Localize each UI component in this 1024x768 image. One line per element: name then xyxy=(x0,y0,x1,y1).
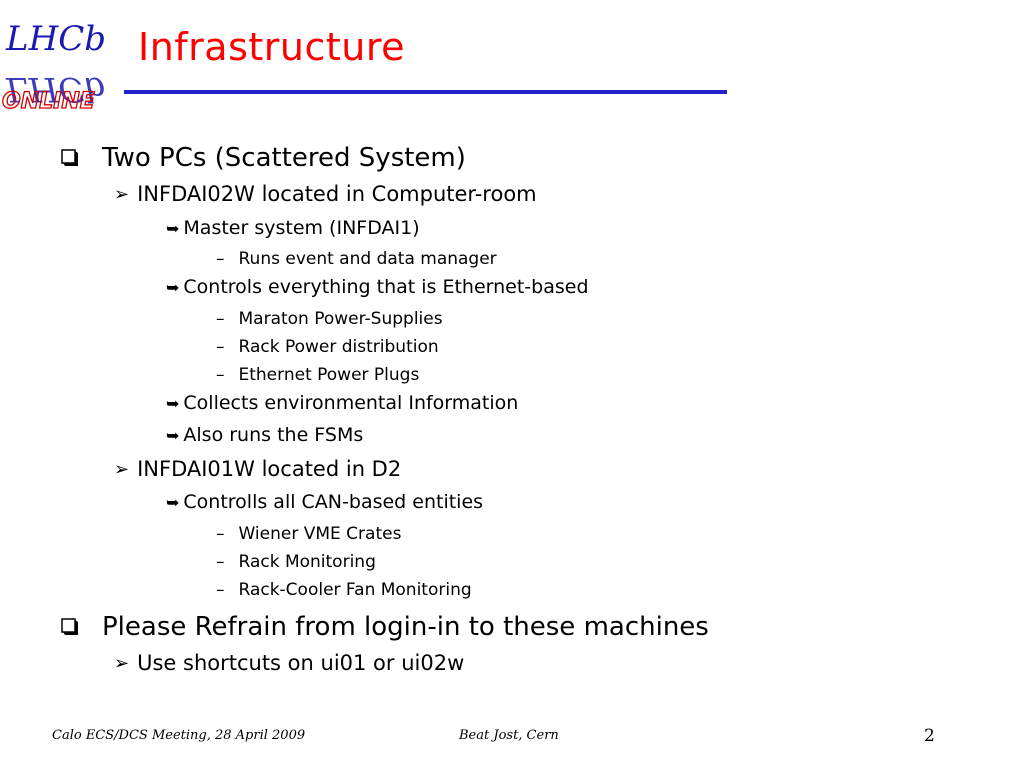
lhcb-logo-icon: LHCb LHCb ONLINE xyxy=(0,0,124,114)
curved-arrow-bullet-icon: ➥ xyxy=(166,492,180,512)
arrowhead-bullet-icon: ➢ xyxy=(114,458,130,480)
outline-item: ➥Controls everything that is Ethernet-ba… xyxy=(166,276,589,298)
outline-item: ➢ INFDAI02W located in Computer-room xyxy=(114,182,537,206)
outline-item-text: Controls everything that is Ethernet-bas… xyxy=(183,276,589,298)
box-bullet-icon xyxy=(61,618,78,635)
outline-item-text: INFDAI01W located in D2 xyxy=(137,457,402,481)
logo-online-text: ONLINE xyxy=(2,89,95,114)
slide-title: Infrastructure xyxy=(138,25,406,69)
outline-item: ➢ Use shortcuts on ui01 or ui02w xyxy=(114,651,464,675)
logo-lhcb-text: LHCb xyxy=(5,19,106,59)
outline-item: ➥Also runs the FSMs xyxy=(166,424,363,446)
outline-item: –Runs event and data manager xyxy=(216,249,497,269)
outline-item-text: Collects environmental Information xyxy=(183,392,519,414)
arrowhead-bullet-icon: ➢ xyxy=(114,652,130,674)
lhcb-online-logo: LHCb LHCb ONLINE xyxy=(0,0,124,114)
outline-item-text: Rack Power distribution xyxy=(238,337,439,357)
outline-item-text: Rack-Cooler Fan Monitoring xyxy=(238,580,472,600)
dash-bullet-icon: – xyxy=(216,552,225,572)
outline-item: Two PCs (Scattered System) xyxy=(60,143,466,173)
dash-bullet-icon: – xyxy=(216,337,225,357)
box-bullet-icon xyxy=(61,149,78,166)
dash-bullet-icon: – xyxy=(216,365,225,385)
outline-item: –Wiener VME Crates xyxy=(216,524,401,544)
outline-item-text: Ethernet Power Plugs xyxy=(238,365,420,385)
outline-item: Please Refrain from login-in to these ma… xyxy=(60,612,709,642)
outline-item-text: Use shortcuts on ui01 or ui02w xyxy=(137,651,465,675)
slide-outline: Two PCs (Scattered System) ➢ INFDAI02W loc… xyxy=(60,143,709,675)
title-underline xyxy=(124,90,727,94)
outline-item: –Rack Power distribution xyxy=(216,337,439,357)
outline-item: ➥Master system (INFDAI1) xyxy=(166,217,420,239)
outline-item-text: Master system (INFDAI1) xyxy=(183,217,420,239)
curved-arrow-bullet-icon: ➥ xyxy=(166,218,180,238)
outline-item: ➥Collects environmental Information xyxy=(166,392,518,414)
curved-arrow-bullet-icon: ➥ xyxy=(166,277,180,297)
outline-item: –Ethernet Power Plugs xyxy=(216,365,419,385)
outline-item-text: Controlls all CAN-based entities xyxy=(183,491,484,513)
outline-item-text: Two PCs (Scattered System) xyxy=(102,143,466,173)
dash-bullet-icon: – xyxy=(216,524,225,544)
arrowhead-bullet-icon: ➢ xyxy=(114,183,130,205)
outline-item: –Rack Monitoring xyxy=(216,552,376,572)
outline-item: ➥Controlls all CAN-based entities xyxy=(166,491,483,513)
outline-item-text: Also runs the FSMs xyxy=(183,424,364,446)
dash-bullet-icon: – xyxy=(216,249,225,269)
outline-item-text: INFDAI02W located in Computer-room xyxy=(137,182,537,206)
outline-item: –Maraton Power-Supplies xyxy=(216,309,443,329)
outline-item-text: Runs event and data manager xyxy=(238,249,497,269)
outline-item-text: Wiener VME Crates xyxy=(238,524,402,544)
footer-meeting: Calo ECS/DCS Meeting, 28 April 2009 xyxy=(52,728,306,743)
page-number: 2 xyxy=(924,726,935,746)
dash-bullet-icon: – xyxy=(216,309,225,329)
curved-arrow-bullet-icon: ➥ xyxy=(166,393,180,413)
outline-item-text: Rack Monitoring xyxy=(238,552,376,572)
outline-item: –Rack-Cooler Fan Monitoring xyxy=(216,580,472,600)
footer-author: Beat Jost, Cern xyxy=(459,728,559,743)
outline-item: ➢ INFDAI01W located in D2 xyxy=(114,457,401,481)
logo-lhcb-mirror-text: LHCb xyxy=(5,69,106,109)
outline-item-text: Maraton Power-Supplies xyxy=(238,309,443,329)
dash-bullet-icon: – xyxy=(216,580,225,600)
curved-arrow-bullet-icon: ➥ xyxy=(166,425,180,445)
outline-item-text: Please Refrain from login-in to these ma… xyxy=(102,612,709,642)
